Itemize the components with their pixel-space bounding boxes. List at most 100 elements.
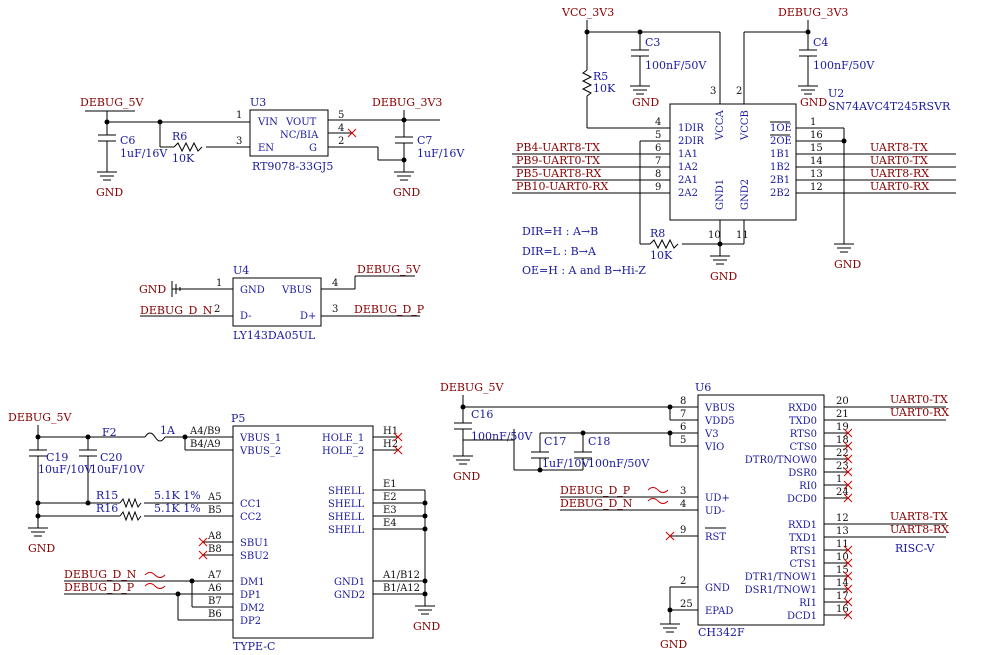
u4-part: LY143DA05UL: [233, 329, 316, 342]
pin-number: 5: [680, 435, 686, 446]
no-connect-marker: [665, 531, 675, 541]
pin-number: 17: [836, 591, 849, 602]
net-uart8-rx: UART8-RX: [870, 167, 929, 180]
pin-label: UD+: [705, 493, 730, 504]
r16-value: 5.1K 1%: [154, 502, 201, 515]
gnd-label: GND: [96, 186, 123, 199]
pin-number: 5: [655, 130, 661, 141]
pin-number: 14: [810, 156, 823, 167]
c4-ref: C4: [813, 36, 828, 49]
pin-number: E2: [383, 492, 397, 503]
no-connect-marker: [843, 441, 853, 451]
c20-value: 10uF/10V: [90, 463, 145, 476]
ground-symbol: [660, 623, 680, 633]
gnd-label: GND: [660, 638, 687, 651]
pin-label: SBU1: [240, 538, 269, 549]
pin-label: SHELL: [328, 499, 365, 510]
pin-label: VBUS: [281, 285, 312, 296]
fuse-f2: [144, 432, 166, 442]
pin-number: 16: [836, 604, 849, 615]
no-connect-marker: [843, 571, 853, 581]
pin-number: 4: [332, 278, 338, 289]
pin-label: RXD0: [788, 403, 817, 414]
pin-number: 2: [680, 576, 686, 587]
pin-number: 4: [338, 123, 344, 134]
pin-label: VBUS: [704, 403, 735, 414]
pin-label: DP2: [240, 616, 261, 627]
pin-label: DTR0/TNOW0: [745, 455, 817, 466]
no-connect-marker: [843, 480, 853, 490]
pin-label: VDD5: [704, 416, 735, 427]
gnd-label: GND: [413, 620, 440, 633]
no-connect-marker: [843, 454, 853, 464]
no-connect-marker: [347, 128, 357, 138]
pin-number: 1: [236, 110, 242, 121]
u6-right-pins: RXD020TXD021RTS019CTS018DTR0/TNOW022DSR0…: [745, 396, 853, 622]
pin-number: B1/A12: [383, 583, 420, 594]
net-debug-5v: DEBUG_5V: [8, 411, 72, 424]
pin-label: 1A2: [678, 162, 698, 173]
pin-label: 1A1: [678, 149, 698, 160]
ground-symbol: [415, 605, 435, 615]
pin-number: 13: [810, 169, 823, 180]
pin-label: GND1: [715, 179, 726, 210]
pin-label: EN: [258, 143, 274, 154]
pin-number: 3: [332, 304, 338, 315]
pin-number: 15: [810, 143, 823, 154]
ground-symbol: [834, 243, 854, 253]
pin-label: G: [309, 143, 317, 154]
pin-number: 6: [680, 422, 686, 433]
pin-number: A6: [207, 583, 222, 594]
c16-value: 100nF/50V: [471, 430, 533, 443]
pin-label: DSR0: [788, 468, 817, 479]
pin-label: TXD1: [789, 533, 817, 544]
pin-label: DTR1/TNOW1: [745, 572, 817, 583]
no-connect-marker: [843, 493, 853, 503]
u3-ref: U3: [250, 96, 266, 109]
pin-label: RXD1: [788, 520, 817, 531]
u6-part: CH342F: [698, 626, 745, 639]
net-pb10-uart0-rx: PB10-UART0-RX: [516, 180, 608, 193]
pin-number: A4/B9: [189, 426, 221, 437]
pin-number: 1: [810, 117, 816, 128]
c19-ref: C19: [46, 451, 68, 464]
ground-symbol: [28, 527, 48, 537]
no-connect-marker: [843, 428, 853, 438]
net-uart0-rx: UART0-RX: [890, 406, 949, 419]
p5-connector-body: [232, 425, 374, 639]
u6-ic-body: [697, 394, 825, 626]
pin-label: VIO: [704, 442, 724, 453]
pin-label: 2B1: [770, 175, 790, 186]
pin-label: DCD0: [787, 494, 817, 505]
pin-number: B6: [208, 609, 222, 620]
pin-label: CTS0: [789, 442, 817, 453]
resistor-r6: [173, 141, 203, 153]
c6-ref: C6: [120, 134, 135, 147]
pin-number: H1: [383, 426, 398, 437]
net-pb5-uart8-rx: PB5-UART8-RX: [516, 167, 601, 180]
net-debug-d-p: DEBUG_D_P: [64, 581, 135, 594]
pin-label: VCCA: [715, 109, 726, 141]
c6-value: 1uF/16V: [120, 147, 168, 160]
gnd-label: GND: [800, 96, 827, 109]
gnd-label: GND: [139, 283, 166, 296]
r5-value: 10K: [593, 82, 616, 95]
pin-label: RTS0: [790, 429, 817, 440]
pin-label: DSR1/TNOW1: [745, 585, 817, 596]
r8-value: 10K: [650, 249, 673, 262]
pin-label: D+: [300, 311, 316, 322]
no-connect-marker: [843, 545, 853, 555]
pin-number: 12: [836, 513, 849, 524]
pin-label: EPAD: [705, 606, 733, 617]
pin-number: 16: [810, 130, 823, 141]
usb-uart-bridge-section: DEBUG_5V C16 100nF/50V GND: [440, 381, 949, 651]
pin-label: D-: [240, 311, 252, 322]
pin-label: DM1: [240, 577, 265, 588]
note-dir-high: DIR=H : A→B: [522, 225, 598, 238]
u3-ic-body: [249, 109, 329, 157]
pin-number: 22: [836, 448, 849, 459]
pin-number: 1: [216, 278, 222, 289]
net-debug-3v3: DEBUG_3V3: [778, 6, 848, 19]
c7-ref: C7: [417, 134, 432, 147]
pin-number: 24: [836, 487, 849, 498]
